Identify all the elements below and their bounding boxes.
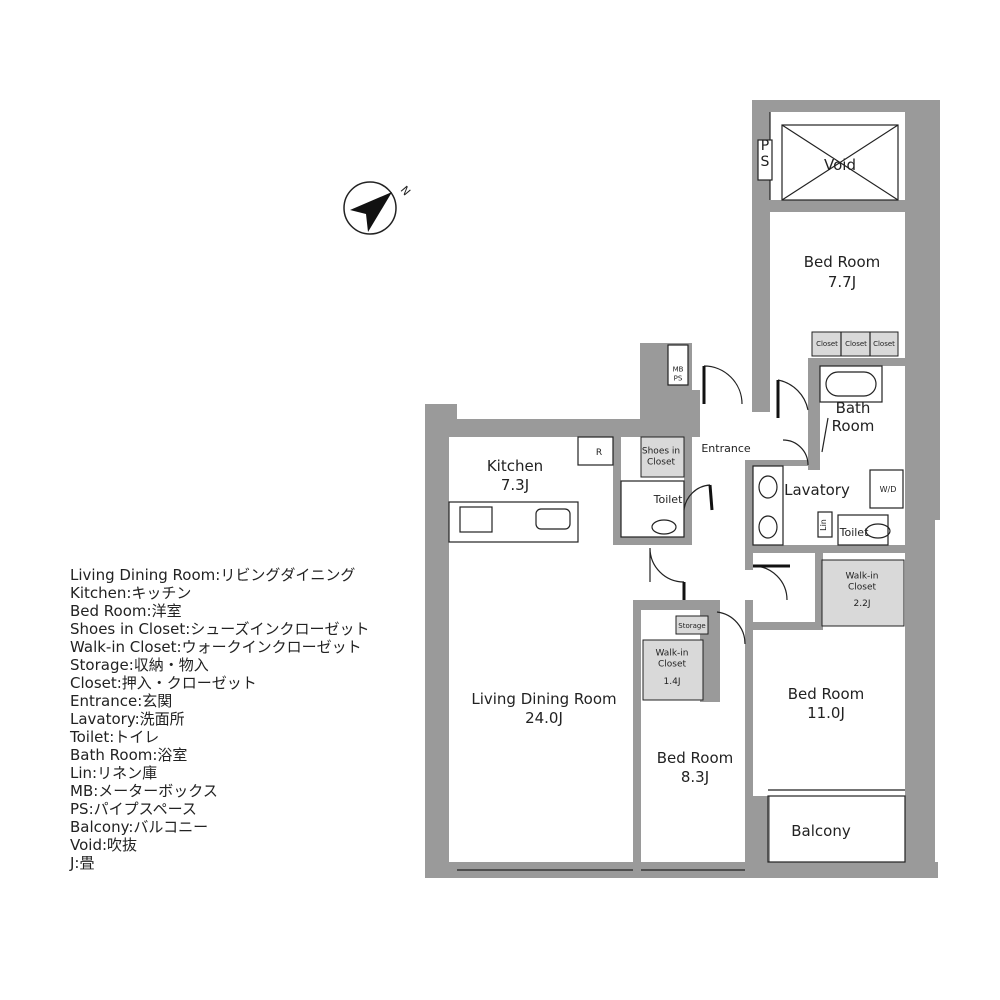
label-bed-room-mid-size: 8.3J [681,768,709,786]
door-leaves [682,366,790,600]
legend-item: Walk-in Closet:ウォークインクローゼット [70,638,362,656]
label-line: Bath [836,399,871,417]
interior-lines [448,112,906,871]
label-walk-in-closet-right-size: 2.2J [854,599,871,609]
label-toilet-left: Toilet [653,493,683,506]
legend-item: Living Dining Room:リビングダイニング [70,566,356,584]
label-walk-in-closet-mid-size: 1.4J [664,677,681,687]
label-bed-room-top-name: Bed Room [804,253,881,271]
legend-item: PS:パイプスペース [70,800,197,818]
legend-item: Bed Room:洋室 [70,602,182,620]
label-wd: W/D [880,485,897,494]
label-line: Closet [658,660,687,670]
label-fridge: R [596,448,602,458]
compass: N [343,181,413,235]
legend-item: Lavatory:洗面所 [70,710,185,728]
legend-item: MB:メーターボックス [70,782,218,800]
label-bed-room-top-size: 7.7J [828,273,856,291]
legend-item: Void:吹抜 [70,836,138,854]
label-toilet-right: Toilet [839,526,869,539]
label-balcony: Balcony [791,822,851,840]
label-line: P [761,138,769,154]
label-lin: Lin [819,519,828,531]
label-bed-room-right-size: 11.0J [807,704,845,722]
north-arrow-icon [350,192,392,232]
legend-item: J:畳 [70,854,95,872]
legend-item: Kitchen:キッチン [70,584,192,602]
compass-north-label: N [398,184,413,199]
label-line: MB [673,366,684,374]
label-line: Closet [647,458,676,468]
label-bed-room-mid-name: Bed Room [657,749,734,767]
legend-item: Toilet:トイレ [70,728,160,746]
walls [425,100,940,878]
legend-item: Bath Room:浴室 [70,746,188,764]
label-line: S [761,154,770,170]
label-line: Walk-in [845,572,878,582]
label-kitchen-name: Kitchen [487,457,543,475]
legend-item: Shoes in Closet:シューズインクローゼット [70,620,370,638]
label-living-dining-name: Living Dining Room [471,690,616,708]
label-lavatory: Lavatory [784,481,850,499]
label-line: Closet [848,583,877,593]
label-closet-1: Closet [816,340,838,348]
label-void: Void [824,156,856,174]
label-living-dining-size: 24.0J [525,709,563,727]
label-line: PS [674,375,683,383]
label-storage: Storage [678,622,705,630]
legend-item: Closet:押入・クローゼット [70,674,257,692]
label-closet-3: Closet [873,340,895,348]
storage-fills [640,331,905,701]
legend-item: Balcony:バルコニー [70,818,209,836]
legend-item: Entrance:玄関 [70,692,173,710]
label-closet-2: Closet [845,340,867,348]
label-line: Shoes in [642,447,680,457]
legend: Living Dining Room:リビングダイニング Kitchen:キッチ… [70,566,370,872]
label-line: Walk-in [655,649,688,659]
legend-item: Lin:リネン庫 [70,764,158,782]
label-line: Room [832,417,875,435]
legend-item: Storage:収納・物入 [70,656,209,674]
label-entrance: Entrance [701,442,751,455]
label-bed-room-right-name: Bed Room [788,685,865,703]
label-kitchen-size: 7.3J [501,476,529,494]
